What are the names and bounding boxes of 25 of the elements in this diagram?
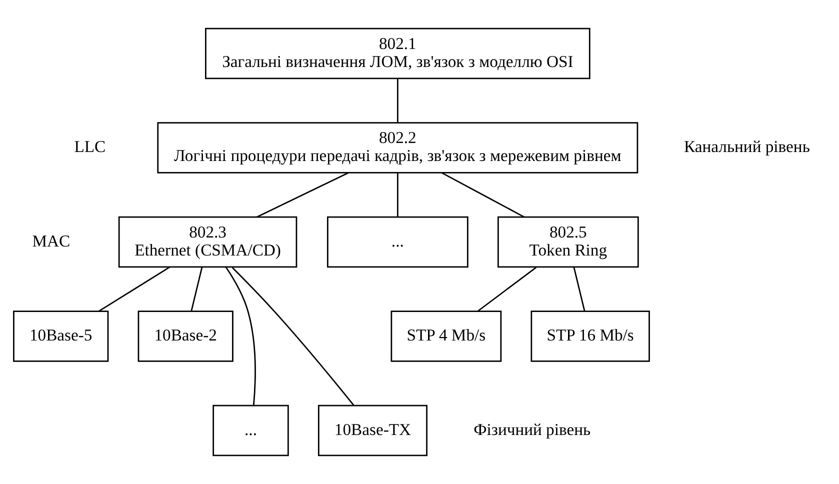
label: Фізичний рівень — [474, 420, 591, 439]
node-box: ... — [326, 216, 468, 268]
connector — [442, 172, 524, 218]
node-box: 10Base-2 — [138, 310, 234, 362]
node-box: STP 16 Mb/s — [530, 310, 650, 362]
node-box: 10Base-5 — [13, 310, 109, 362]
connector — [396, 78, 398, 122]
connector — [573, 267, 586, 311]
connector — [98, 266, 170, 312]
connector — [190, 267, 203, 311]
node-box: 802.1 Загальні визначення ЛОМ, зв'язок з моделлю OSI — [205, 28, 590, 80]
connector — [256, 172, 349, 218]
connector — [478, 266, 537, 312]
connector — [396, 173, 398, 216]
node-box: 802.2 Логічні процедури передачі кадрів, зв'язок з мережевим рівнем — [157, 122, 638, 174]
label: Канальний рівень — [684, 137, 810, 156]
node-box: 802.3 Ethernet (CSMA/CD) — [118, 216, 298, 268]
connector — [232, 266, 354, 406]
connector — [225, 266, 256, 406]
node-box: ... — [212, 404, 289, 456]
label: MAC — [32, 231, 70, 250]
node-box: 802.5 Token Ring — [497, 216, 639, 268]
label: LLC — [74, 137, 106, 156]
node-box: STP 4 Mb/s — [390, 310, 502, 362]
node-box: 10Base-TX — [318, 404, 428, 456]
